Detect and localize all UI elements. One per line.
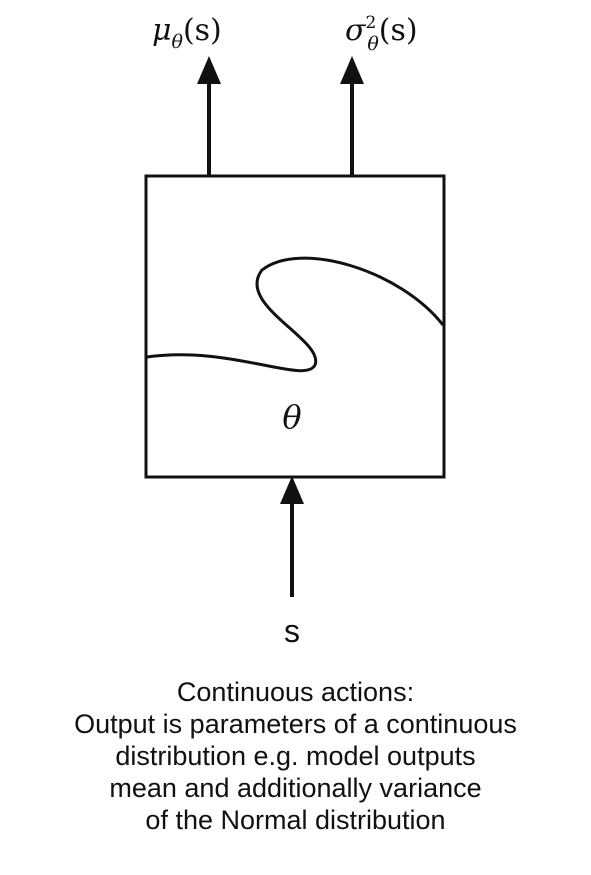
caption-line: distribution e.g. model outputs [115, 741, 476, 771]
input-state-label: s [284, 613, 300, 649]
mean-output-label: μθ(s) [152, 13, 222, 53]
mean-output-arrow [197, 56, 221, 176]
input-arrow [280, 476, 304, 597]
caption-line: Output is parameters of a continuous [74, 709, 517, 739]
variance-output-arrow [340, 56, 364, 176]
mean-subscript: θ [172, 31, 184, 53]
caption-line: of the Normal distribution [145, 805, 446, 835]
variance-superscript: 2 [365, 13, 376, 33]
model-box [144, 174, 446, 479]
nonlinear-function-curve [146, 256, 445, 373]
parameter-theta-label: θ [282, 398, 301, 436]
caption-line: Continuous actions: [176, 677, 415, 707]
caption: Continuous actions: Output is parameters… [0, 676, 591, 836]
caption-line: mean and additionally variance [109, 773, 482, 803]
variance-subscript: θ [367, 33, 379, 55]
